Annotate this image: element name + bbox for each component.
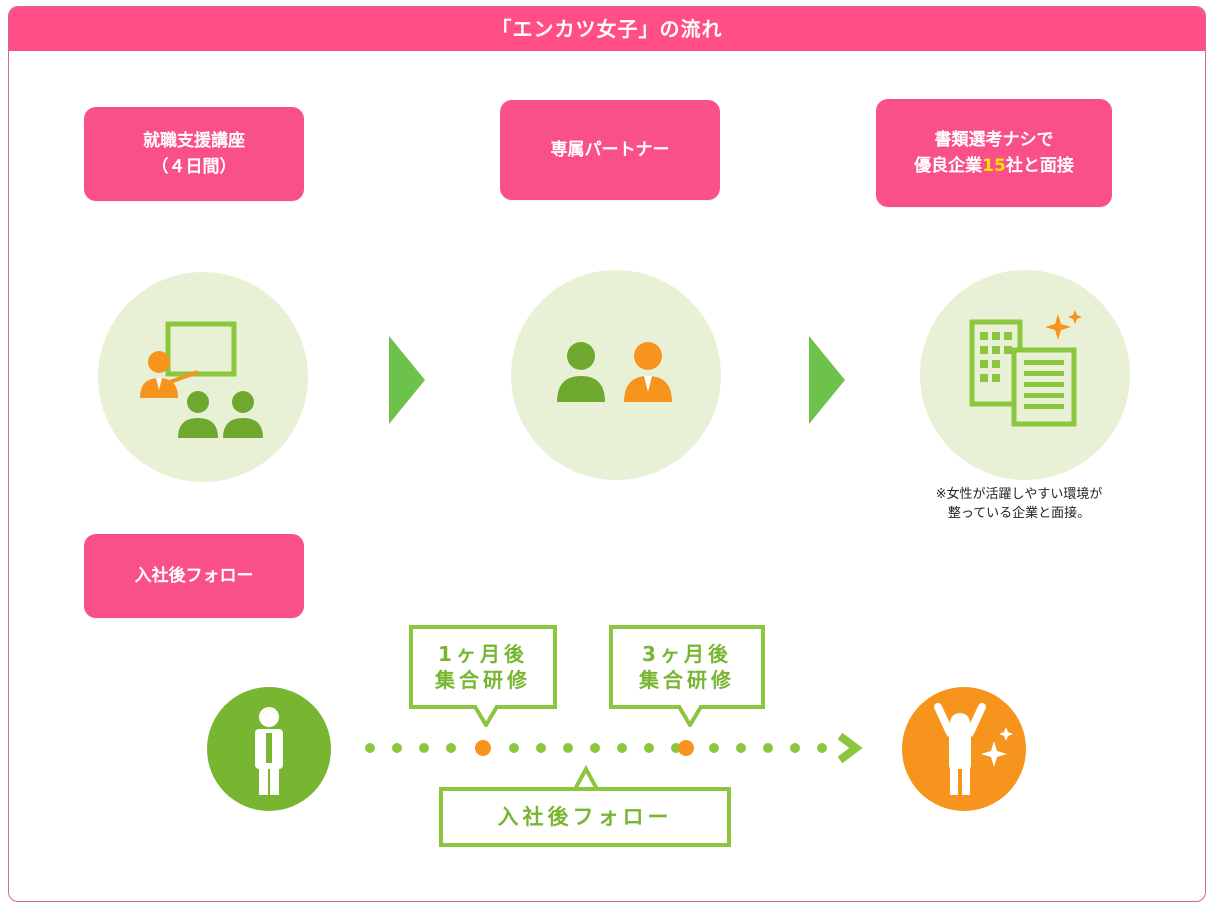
classroom-icon	[140, 321, 263, 438]
start-circle	[207, 687, 331, 811]
step-box-seminar: 就職支援講座 （４日間）	[84, 107, 304, 201]
company-count: 15	[982, 156, 1006, 176]
step-box-interview: 書類選考ナシで 優良企業15社と面接	[876, 99, 1112, 207]
arrow-right-icon	[389, 336, 425, 424]
flow-panel: 「エンカツ女子」の流れ 就職支援講座 （４日間） 専属パートナー 書類選考ナシで…	[8, 6, 1206, 902]
goal-circle	[902, 687, 1026, 811]
arrow-right-icon	[809, 336, 845, 424]
company-note: ※女性が活躍しやすい環境が 整っている企業と面接。	[869, 485, 1169, 523]
note-line1: ※女性が活躍しやすい環境が	[935, 487, 1103, 502]
callout-1-month: 1ヶ月後 集合研修	[409, 625, 557, 709]
person-icon	[255, 707, 283, 795]
circle-partner	[511, 270, 721, 480]
callout-tail-up-icon	[574, 765, 598, 791]
celebrating-person-icon	[934, 703, 1013, 795]
followup-bottom-label: 入社後フォロー	[497, 805, 673, 829]
followup-label-box: 入社後フォロー	[439, 787, 731, 847]
callout-1-line1: 1ヶ月後	[438, 642, 528, 666]
callout-1-line2: 集合研修	[435, 668, 531, 692]
partner-icon	[557, 342, 672, 402]
page-title: 「エンカツ女子」の流れ	[9, 7, 1205, 51]
timeline-dots	[365, 733, 863, 763]
callout-3-line1: 3ヶ月後	[642, 642, 732, 666]
step-partner-line1: 専属パートナー	[550, 140, 670, 160]
callout-3-month: 3ヶ月後 集合研修	[609, 625, 765, 709]
callout-tail-icon	[474, 705, 498, 727]
followup-title-box: 入社後フォロー	[84, 534, 304, 618]
step-seminar-line1: 就職支援講座	[143, 131, 245, 151]
step-interview-line2-pre: 優良企業	[914, 156, 983, 176]
callout-tail-icon	[678, 705, 702, 727]
office-building-icon	[969, 310, 1082, 427]
step-seminar-line2: （４日間）	[151, 157, 237, 177]
step-interview-line1: 書類選考ナシで	[934, 130, 1054, 150]
note-line2: 整っている企業と面接。	[947, 506, 1091, 521]
callout-3-line2: 集合研修	[639, 668, 735, 692]
followup-title: 入社後フォロー	[134, 566, 254, 586]
step-interview-line2: 優良企業15社と面接	[914, 153, 1074, 179]
step-interview-line2-post: 社と面接	[1005, 156, 1074, 176]
step-box-partner: 専属パートナー	[500, 100, 720, 200]
circle-company	[920, 270, 1130, 480]
circle-seminar	[98, 272, 308, 482]
